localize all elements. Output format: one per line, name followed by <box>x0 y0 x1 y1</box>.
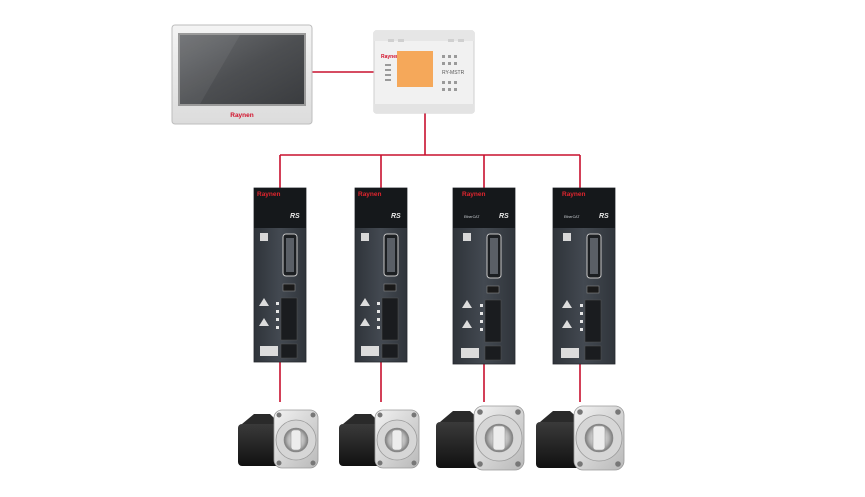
drive-bus-label: EtherCAT <box>464 215 480 219</box>
drive-3: Raynen RS EtherCAT <box>452 187 516 365</box>
drive-brand-label: Raynen <box>562 191 586 198</box>
motor-1 <box>238 409 319 469</box>
motor-2 <box>339 409 420 469</box>
network-wires <box>279 71 581 402</box>
drive-bus-label: EtherCAT <box>564 215 580 219</box>
drive-brand-label: Raynen <box>257 191 281 198</box>
drive-model-label: RS <box>290 213 300 220</box>
plc-display <box>397 51 433 87</box>
drive-1: Raynen RS <box>253 187 307 363</box>
drive-2: Raynen RS <box>354 187 408 363</box>
plc-controller: Raynen RY-MSTR <box>373 30 475 114</box>
hmi-screen <box>180 35 304 104</box>
plc-model-label: RY-MSTR <box>442 70 465 76</box>
drive-brand-label: Raynen <box>462 191 486 198</box>
drive-brand-label: Raynen <box>358 191 382 198</box>
drive-model-label: RS <box>391 213 401 220</box>
motor-3 <box>436 405 525 471</box>
hmi-panel: Raynen <box>171 24 313 125</box>
drive-4: Raynen RS EtherCAT <box>552 187 616 365</box>
drive-model-label: RS <box>499 213 509 220</box>
hmi-brand-label: Raynen <box>230 112 254 119</box>
drive-model-label: RS <box>599 213 609 220</box>
motor-4 <box>536 405 625 471</box>
plc-brand-label: Raynen <box>381 54 399 60</box>
